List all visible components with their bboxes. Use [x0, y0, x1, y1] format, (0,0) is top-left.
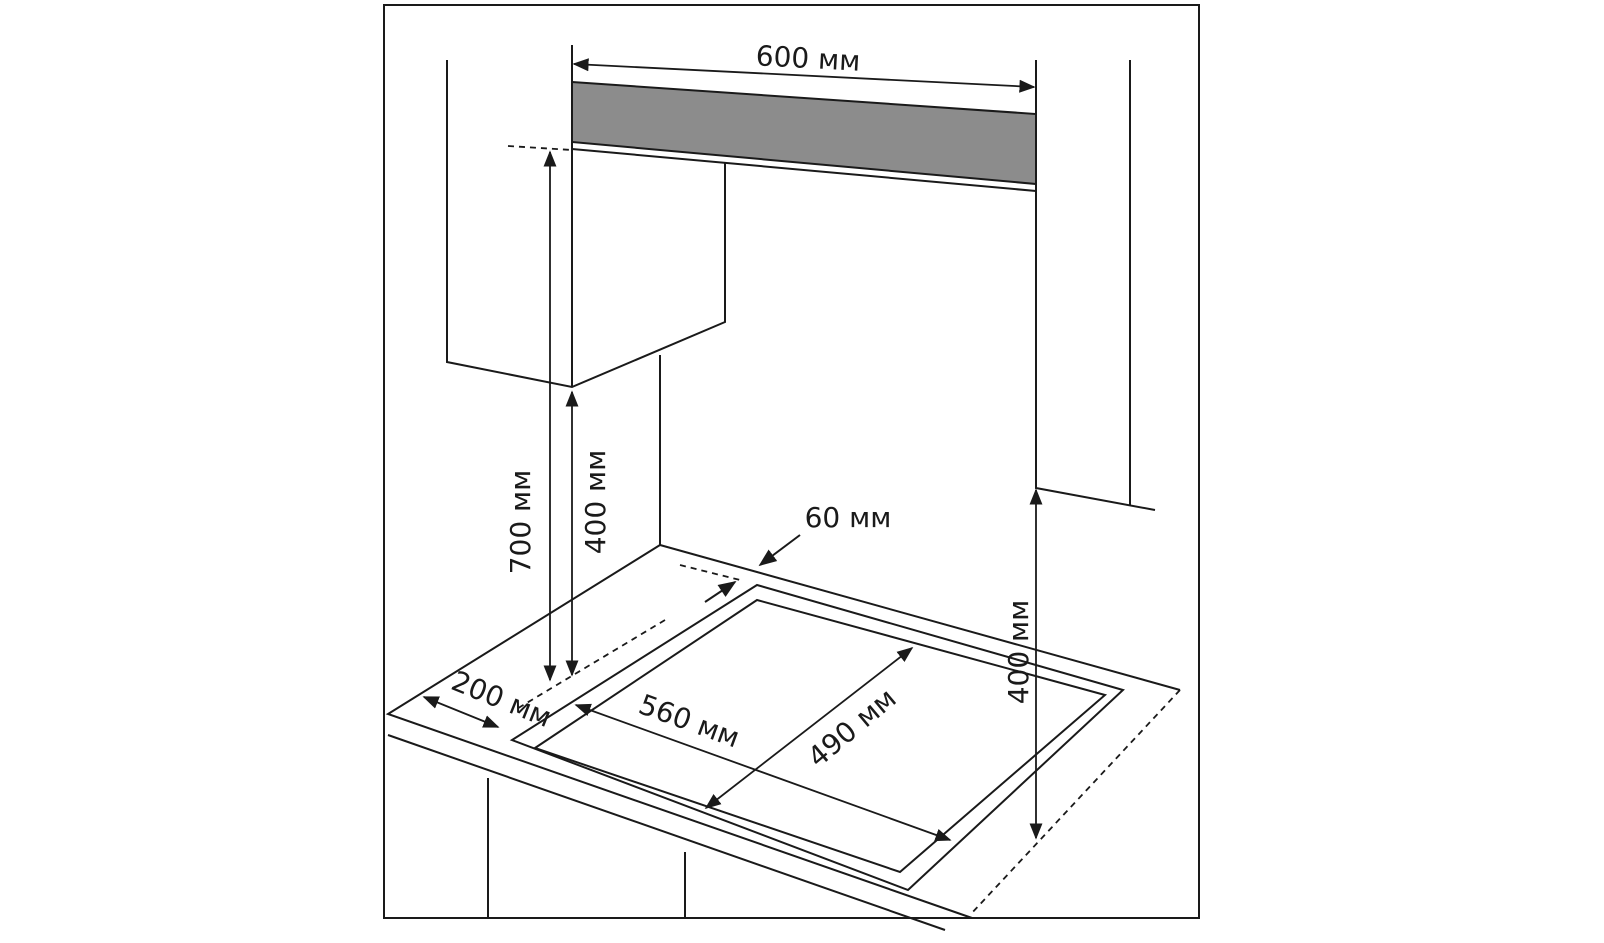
label-700: 700 мм: [504, 470, 537, 575]
label-60: 60 мм: [805, 501, 892, 534]
dimension-490-arrow: [704, 647, 914, 809]
hood-bottom-extension: [507, 145, 573, 151]
label-200: 200 мм: [447, 664, 556, 734]
dimension-200-extension: [514, 619, 666, 711]
dimension-60-extension: [679, 564, 741, 581]
countertop: [385, 544, 1181, 931]
right-wall-cabinet: [1035, 60, 1156, 511]
dimension-600-arrow: [572, 58, 1036, 93]
label-400-left: 400 мм: [579, 450, 612, 555]
diagram-frame: [383, 4, 1200, 919]
cooker-hood: [571, 80, 1037, 192]
dimension-200-arrow: [422, 696, 500, 728]
label-560: 560 мм: [634, 688, 744, 755]
label-400-right: 400 мм: [1002, 600, 1035, 705]
dimension-60-arrow: [758, 534, 801, 567]
hob-cutout: [509, 583, 1125, 892]
dimension-60-arrow-inner: [704, 581, 737, 603]
label-600: 600 мм: [755, 39, 861, 77]
